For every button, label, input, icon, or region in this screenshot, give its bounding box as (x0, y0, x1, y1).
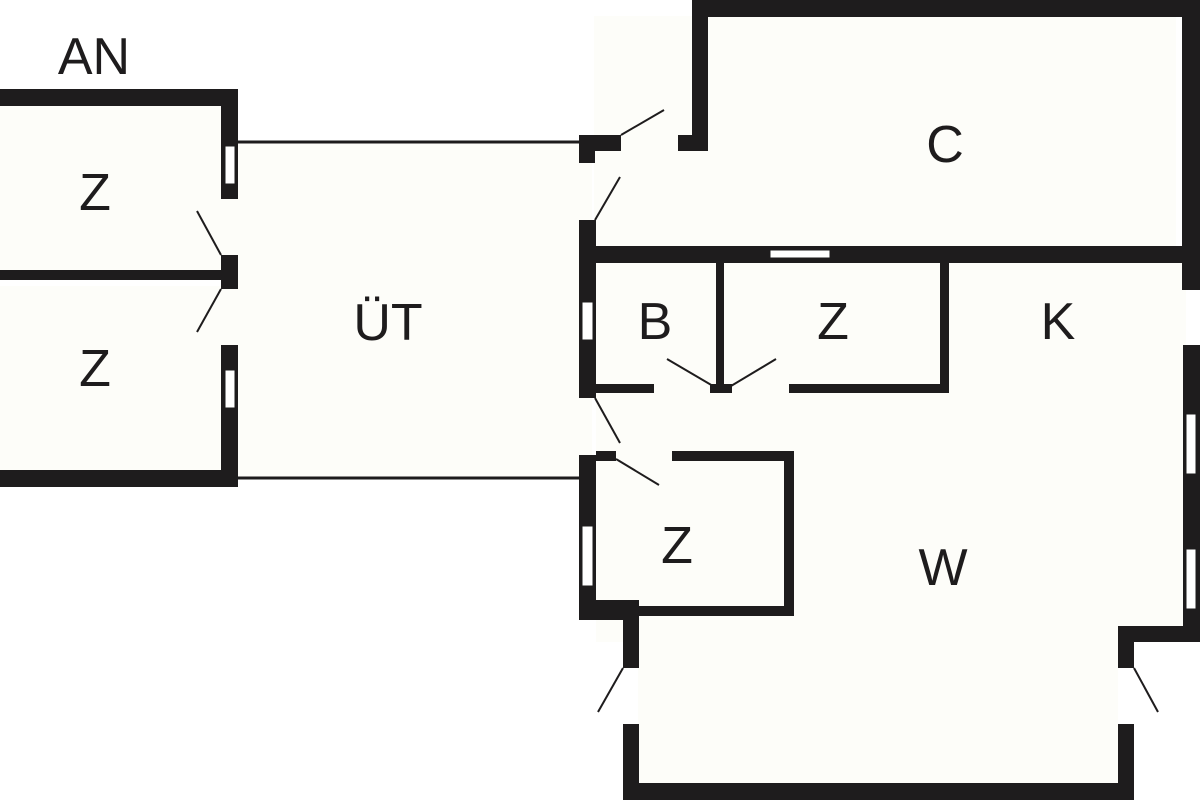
floor-areas (0, 16, 1186, 784)
door-swing (597, 667, 624, 713)
window (769, 249, 831, 259)
door-swing (620, 109, 665, 136)
room-label-c: C (926, 116, 964, 174)
door-swing (196, 210, 222, 256)
window (224, 369, 236, 409)
door-swing (730, 358, 777, 387)
door-swing (666, 358, 714, 387)
door-swing (1133, 667, 1159, 713)
floor-z2 (0, 286, 222, 472)
window (581, 301, 594, 341)
door-swing (594, 397, 621, 444)
door-swing (594, 176, 621, 221)
floor-w-lower (638, 600, 1118, 784)
room-label-z4: Z (661, 517, 693, 575)
door-swing (615, 458, 660, 486)
doors (196, 109, 1159, 713)
window (1185, 548, 1197, 610)
room-label-z3: Z (817, 293, 849, 351)
floor-ut (222, 142, 592, 478)
window (1185, 413, 1197, 475)
door-swing (196, 288, 222, 333)
room-label-z1: Z (79, 164, 111, 222)
room-label-w: W (918, 539, 967, 597)
plan-title: AN (58, 28, 130, 86)
floor-z1 (0, 104, 222, 272)
room-label-k: K (1041, 293, 1076, 351)
floor-c (594, 16, 1176, 246)
window (224, 145, 236, 185)
room-label-ut: ÜT (353, 294, 422, 352)
room-label-b: B (638, 293, 673, 351)
windows (224, 145, 1197, 610)
room-label-z2: Z (79, 340, 111, 398)
window (581, 525, 594, 587)
